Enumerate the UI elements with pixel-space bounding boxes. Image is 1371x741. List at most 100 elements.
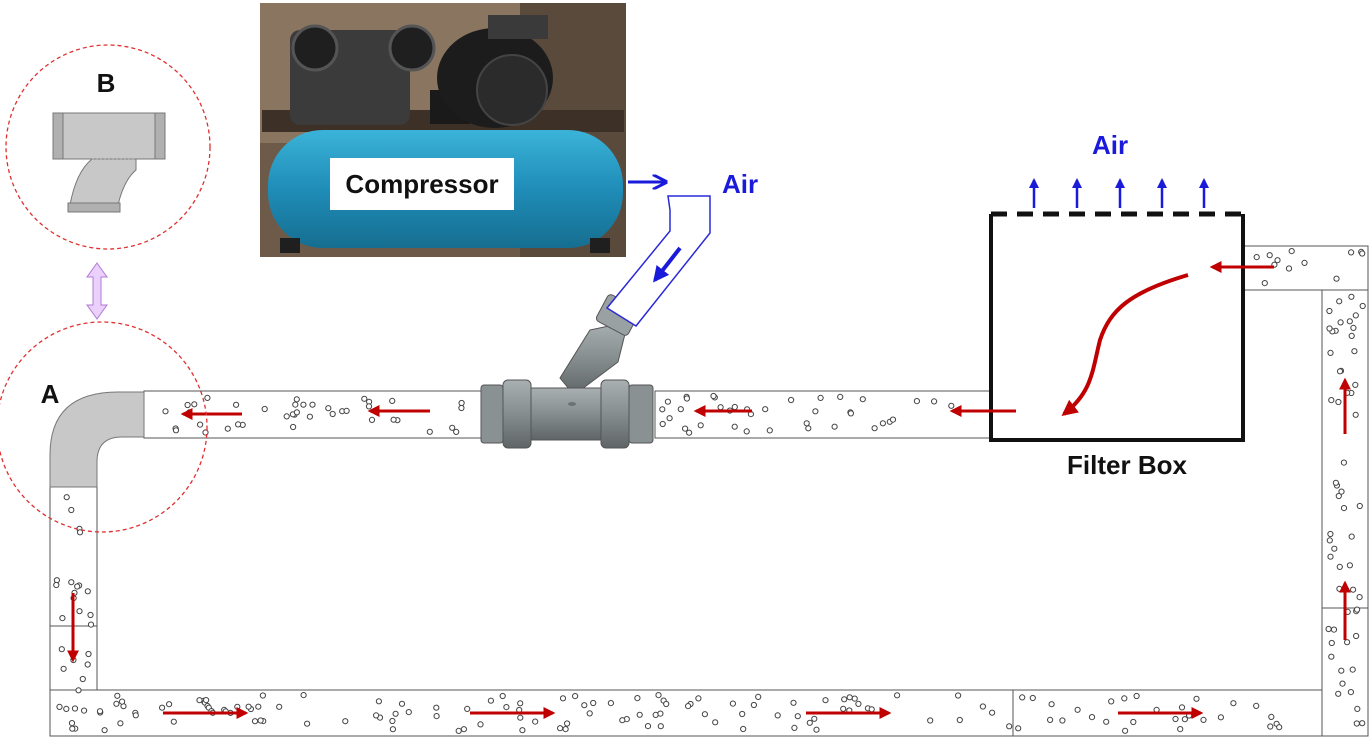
particle (1217, 714, 1225, 721)
particle (1340, 505, 1348, 512)
particle (803, 420, 810, 427)
particle (365, 403, 373, 410)
particle (1351, 348, 1358, 355)
particle (1121, 695, 1128, 702)
particle (300, 401, 307, 408)
particle (1019, 694, 1026, 701)
right-vertical-pipe (1321, 245, 1369, 737)
particle (879, 420, 887, 427)
particle (449, 424, 456, 431)
particle (257, 717, 264, 724)
particle (686, 429, 693, 436)
particle (375, 698, 382, 705)
particle (517, 714, 524, 721)
particle (607, 700, 615, 707)
particle (1325, 625, 1332, 633)
particle (203, 697, 210, 704)
particle (1354, 705, 1361, 713)
particle (68, 720, 76, 727)
particle (1327, 553, 1334, 560)
particle (710, 392, 717, 400)
particle (1359, 720, 1366, 727)
particle (292, 401, 299, 408)
particle (304, 720, 311, 727)
particle (196, 697, 203, 704)
particle (955, 692, 962, 699)
particle (743, 428, 750, 435)
particle (859, 396, 866, 403)
particle (634, 695, 641, 702)
particle (817, 394, 824, 401)
particle (63, 705, 70, 713)
particle (1356, 594, 1363, 601)
particle (76, 608, 83, 615)
particle (233, 401, 240, 408)
particle (948, 402, 955, 409)
particle (1253, 702, 1260, 710)
particle (913, 398, 921, 405)
particle (389, 717, 396, 725)
particle (1348, 249, 1355, 256)
particle (1336, 368, 1344, 375)
particle (851, 695, 858, 702)
air-inlet-label: Air (722, 169, 758, 199)
particle (788, 396, 795, 404)
particle (755, 693, 762, 701)
particle (259, 692, 266, 699)
particle (1328, 639, 1335, 647)
particle (956, 716, 963, 724)
particle (889, 416, 897, 423)
particle (487, 697, 494, 704)
particle (343, 407, 350, 414)
particle (559, 695, 567, 702)
particle (56, 703, 63, 711)
particle (1328, 653, 1335, 660)
filter-box (989, 178, 1245, 442)
particle (1336, 585, 1343, 592)
particle (389, 726, 396, 733)
particle (1326, 537, 1333, 544)
particle (1335, 690, 1342, 697)
particle (392, 710, 399, 717)
particle (300, 692, 307, 699)
particle (1267, 723, 1274, 730)
particle (234, 703, 241, 710)
particle (1347, 689, 1355, 696)
particle (390, 416, 397, 423)
particle (1353, 720, 1360, 727)
particle (695, 695, 702, 702)
particle (762, 406, 769, 413)
particle (868, 706, 875, 713)
detail-label-a: A (41, 379, 60, 409)
particle (1328, 397, 1335, 404)
particle (1352, 381, 1359, 388)
particle (1336, 298, 1343, 305)
particle (1193, 695, 1200, 702)
particle (464, 705, 471, 713)
particle (251, 718, 259, 725)
particle (1177, 726, 1184, 733)
particle (398, 700, 406, 707)
particle (664, 398, 672, 405)
particle (76, 529, 84, 536)
particle (87, 621, 95, 628)
particle (114, 692, 121, 699)
particle (84, 661, 91, 668)
particle (1029, 694, 1036, 702)
particle (1253, 254, 1260, 261)
particle (499, 692, 506, 700)
particle (261, 405, 268, 413)
particle (812, 408, 819, 415)
particle (1276, 724, 1283, 731)
particle (729, 700, 737, 707)
particle (293, 409, 300, 416)
particle (1326, 325, 1333, 332)
particle (1047, 716, 1054, 724)
particle (774, 712, 781, 719)
compressor-photo: Compressor (260, 3, 626, 257)
particle (813, 726, 820, 733)
flow-arrows (67, 261, 1351, 719)
particle (368, 416, 376, 423)
particle (58, 646, 65, 653)
particle (405, 709, 412, 716)
